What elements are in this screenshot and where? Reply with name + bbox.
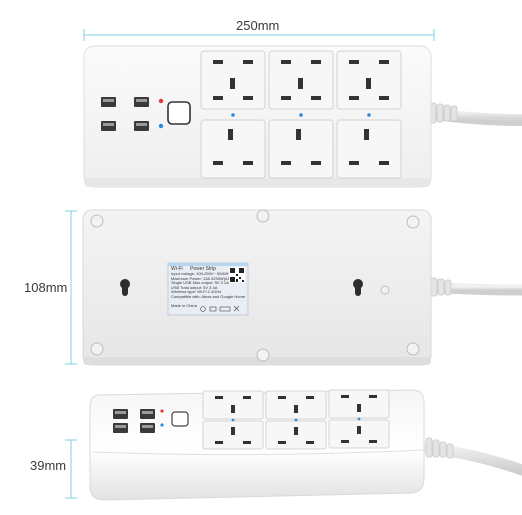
label-spec-line: Input voltage: 100-250V~ 50/60Hz <box>171 272 229 276</box>
led-indicator-red <box>158 98 164 104</box>
length-dimension-label: 250mm <box>236 18 280 33</box>
height-dimension-line <box>65 439 77 499</box>
led-indicator-blue <box>158 123 164 129</box>
label-spec-line: Single USB Max output: 5V 2.1A <box>171 281 229 286</box>
spec-label-text: Wi-Fi Power Strip Input voltage: 100-250… <box>171 266 245 308</box>
qr-code <box>229 267 245 283</box>
label-wifi: Wi-Fi <box>171 266 183 272</box>
width-dimension-line <box>65 210 77 365</box>
label-title: Power Strip <box>190 266 216 272</box>
label-spec-line: USB Total output: 5V 3.4A <box>171 285 218 290</box>
label-footer: Made in China <box>171 302 197 308</box>
power-strip-top-view <box>83 45 522 188</box>
power-strip-bottom-view <box>82 209 522 366</box>
label-spec-line: Maximum Power: 13A 3250W(AC Max) <box>171 276 229 281</box>
height-dimension-label: 39mm <box>30 458 67 473</box>
label-spec-line: Compatible with: Alexa and Google Home <box>171 294 245 299</box>
certification-marks <box>200 305 240 312</box>
mounting-keyholes <box>120 279 363 296</box>
length-dimension-line <box>83 29 435 41</box>
power-strip-side-view <box>89 389 522 501</box>
width-dimension-label: 108mm <box>24 280 68 295</box>
label-spec-line: Wireless type: Wi-Fi 2.4GHz <box>171 290 222 295</box>
power-button <box>167 101 191 125</box>
